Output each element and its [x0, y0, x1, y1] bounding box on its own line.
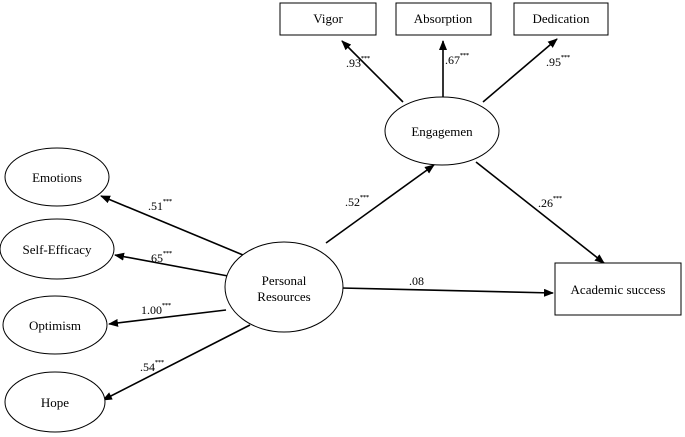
node-hope-label: Hope	[41, 395, 69, 410]
node-optimism: Optimism	[2, 295, 108, 355]
node-academic-success-label: Academic success	[571, 282, 666, 297]
path-resources-emotions	[100, 195, 244, 256]
node-optimism-label: Optimism	[29, 318, 81, 333]
path-engagement-success	[475, 161, 605, 264]
node-self-efficacy-label: Self-Efficacy	[22, 242, 92, 257]
coef-engagement-vigor: .93***	[346, 56, 370, 70]
coef-engagement-success: .26***	[538, 196, 562, 210]
node-absorption-label: Absorption	[414, 11, 473, 26]
path-engagement-vigor	[341, 40, 404, 103]
coef-engagement-absorption: .67***	[445, 53, 469, 67]
coef-engagement-dedication: .95***	[546, 55, 570, 69]
path-resources-engagement	[325, 164, 435, 244]
node-self-efficacy: Self-Efficacy	[0, 218, 115, 280]
node-personal-resources: Personal Resources	[224, 241, 344, 333]
node-personal-resources-line1: Personal	[262, 273, 307, 288]
node-emotions: Emotions	[4, 147, 110, 207]
node-hope: Hope	[4, 371, 106, 433]
node-academic-success: Academic success	[554, 262, 682, 316]
path-resources-hope	[102, 324, 251, 401]
node-dedication: Dedication	[513, 2, 609, 36]
coef-resources-engagement: .52***	[345, 195, 369, 209]
coef-resources-hope: .54***	[140, 360, 164, 374]
node-engagement-label: Engagemen	[411, 124, 473, 139]
node-vigor-label: Vigor	[313, 11, 343, 26]
node-personal-resources-line2: Resources	[257, 289, 310, 304]
node-dedication-label: Dedication	[532, 11, 590, 26]
node-absorption: Absorption	[395, 2, 492, 36]
path-resources-success	[340, 287, 554, 297]
coef-resources-selfefficacy: .65***	[148, 251, 172, 265]
node-vigor: Vigor	[279, 2, 377, 36]
node-emotions-label: Emotions	[32, 170, 82, 185]
coef-resources-success: .08	[409, 274, 424, 288]
coef-resources-optimism: 1.00***	[141, 303, 171, 317]
node-engagement: Engagemen	[384, 96, 500, 166]
coef-resources-emotions: .51***	[148, 199, 172, 213]
path-resources-optimism	[108, 309, 227, 327]
path-engagement-dedication	[482, 38, 558, 103]
path-resources-selfefficacy	[114, 252, 229, 277]
